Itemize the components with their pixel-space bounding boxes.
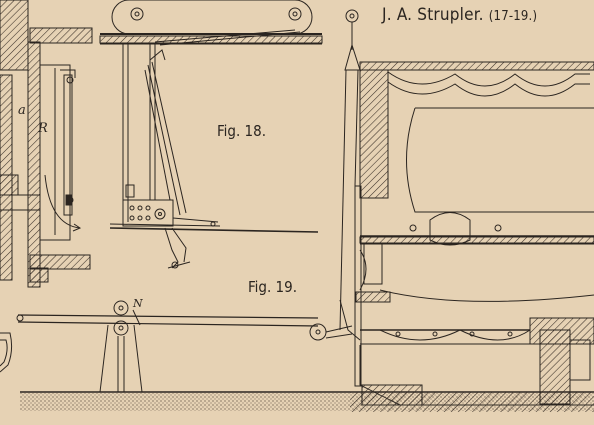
label-r: R (38, 121, 48, 136)
label-a: a (18, 103, 26, 118)
author-name: J. A. Strupler. (382, 5, 484, 25)
figure-19-label: Fig. 19. (248, 278, 298, 296)
upper-pulley-assembly (99, 0, 323, 46)
author-header: J. A. Strupler. (17-19.) (382, 5, 537, 25)
label-n: N (133, 297, 143, 310)
left-wall-section (0, 0, 93, 373)
right-apparatus (339, 9, 594, 406)
ground-strip (20, 391, 594, 412)
figure-18-label: Fig. 18. (217, 122, 267, 140)
sheet-range: (17-19.) (488, 9, 538, 24)
fig19-conveyor (16, 300, 353, 393)
fig18-frame (109, 44, 319, 269)
